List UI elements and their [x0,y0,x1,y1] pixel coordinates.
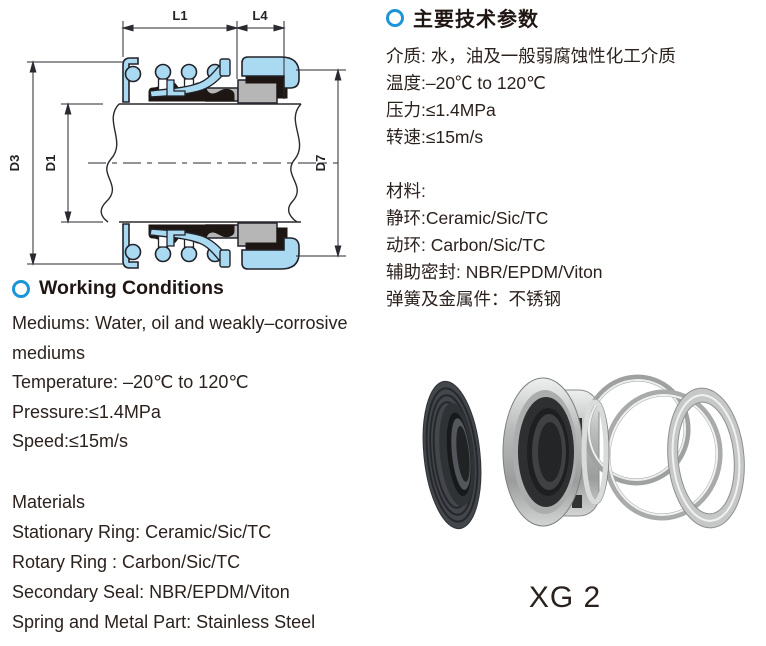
spec-line-spring-metal-cn: 弹簧及金属件：不锈钢 [386,289,561,309]
spec-line-stationary-ring-cn: 静环:Ceramic/Sic/TC [386,208,549,228]
dim-label-l4: L4 [252,8,268,23]
spec-line-medium-cn: 介质: 水，油及一般弱腐蚀性化工介质 [386,46,676,66]
spec-line-secondary-seal: Secondary Seal: NBR/EPDM/Viton [12,582,290,602]
spec-line-temperature: Temperature: –20℃ to 120℃ [12,372,249,392]
tech-params-section: 主要技术参数 介质: 水，油及一般弱腐蚀性化工介质 温度:–20℃ to 120… [386,3,758,313]
dim-label-d1: D1 [43,155,58,172]
dim-label-d3: D3 [7,155,22,172]
spec-line-spring-metal: Spring and Metal Part: Stainless Steel [12,612,316,632]
dim-label-l1: L1 [172,8,187,23]
tech-params-title-row: 主要技术参数 [386,3,758,32]
spec-line-pressure-cn: 压力:≤1.4MPa [386,100,496,120]
product-photo [422,374,745,530]
shaft [100,103,302,223]
materials-title: Materials [12,492,86,512]
materials-section: Materials Stationary Ring: Ceramic/Sic/T… [12,487,398,637]
materials-title-cn: 材料: [386,181,426,201]
spec-line-speed-cn: 转速:≤15m/s [386,127,484,147]
tech-params-title: 主要技术参数 [413,9,539,31]
spec-line-pressure: Pressure:≤1.4MPa [12,401,161,422]
working-conditions-title-row: Working Conditions [12,277,398,300]
seal-cross-section-drawing: L1 L4 D3 D1 D7 [7,8,346,270]
spring-end-ring [667,387,745,529]
product-model-label: XG 2 [528,581,602,614]
spec-line-rotary-ring: Rotary Ring : Carbon/Sic/TC [12,552,241,572]
spec-line-speed: Speed:≤15m/s [12,431,128,451]
spec-line-mediums: Mediums: Water, oil and weakly–corrosive [12,313,348,333]
spec-line-secondary-seal-cn: 辅助密封: NBR/EPDM/Viton [386,262,603,282]
working-conditions-title: Working Conditions [39,277,224,299]
spec-line-stationary-ring: Stationary Ring: Ceramic/Sic/TC [12,522,272,542]
lower-seal-assembly [122,222,300,270]
working-conditions-section: Working Conditions Mediums: Water, oil a… [12,277,398,457]
blue-circle-bullet-icon [12,279,30,298]
blue-circle-bullet-icon [386,8,404,27]
spec-line-mediums-wrap: mediums [12,342,86,363]
stationary-ring-photo [422,380,482,530]
spec-line-temperature-cn: 温度:–20℃ to 120℃ [386,73,546,93]
seal-head [502,377,610,527]
upper-seal-assembly [122,56,300,104]
dimension-lines [27,21,346,266]
spec-line-rotary-ring-cn: 动环: Carbon/Sic/TC [386,235,546,255]
dim-label-d7: D7 [313,155,328,172]
